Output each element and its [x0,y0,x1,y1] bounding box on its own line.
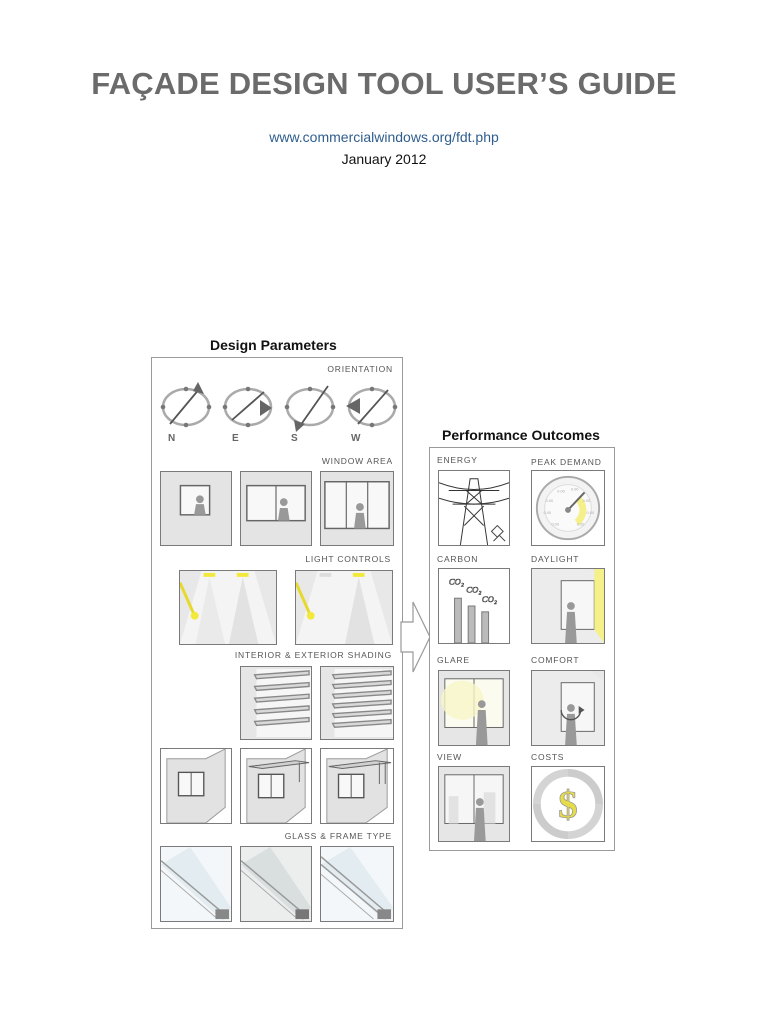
light-controls-option-2-icon [295,570,393,645]
svg-text:0.00: 0.00 [577,522,585,527]
daylight-label: DAYLIGHT [531,554,580,564]
orientation-west-icon [344,380,402,434]
window-area-small-icon [160,471,232,546]
svg-text:0.00: 0.00 [551,522,559,527]
svg-text:0.00: 0.00 [583,498,591,503]
orientation-north-icon [158,380,216,434]
carbon-label: CARBON [437,554,479,564]
window-area-large-icon [320,471,394,546]
orientation-label: ORIENTATION [327,364,393,374]
performance-outcomes-title: Performance Outcomes [442,427,600,443]
design-parameters-title: Design Parameters [210,337,337,353]
window-area-medium-icon [240,471,312,546]
direction-w: W [351,433,361,444]
svg-text:0.00: 0.00 [544,510,552,515]
interior-shading-icon [240,666,312,740]
energy-tower-icon [438,470,510,546]
glass-double-icon [320,846,394,922]
light-controls-option-1-icon [179,570,277,645]
orientation-east-icon [220,380,278,434]
direction-s: S [291,433,298,444]
document-title: FAÇADE DESIGN TOOL USER’S GUIDE [91,66,677,101]
document-url[interactable]: www.commercialwindows.org/fdt.php [269,129,499,145]
glare-label: GLARE [437,655,470,665]
glare-icon [438,670,510,746]
glass-frame-label: GLASS & FRAME TYPE [284,831,392,841]
svg-text:0.00: 0.00 [586,510,594,515]
svg-text:0.00: 0.00 [571,486,579,491]
comfort-label: COMFORT [531,655,580,665]
view-icon [438,766,510,842]
view-label: VIEW [437,752,462,762]
design-parameters-panel: ORIENTATION [151,357,403,929]
shading-label: INTERIOR & EXTERIOR SHADING [234,650,392,660]
svg-text:CO₂: CO₂ [482,594,497,604]
document-date: January 2012 [341,151,427,167]
flow-arrow-icon [400,600,432,674]
overhang-fins-icon [320,748,394,824]
costs-label: COSTS [531,752,565,762]
light-controls-label: LIGHT CONTROLS [305,554,391,564]
comfort-icon [531,670,605,746]
svg-text:$: $ [558,784,577,827]
overhang-icon [240,748,312,824]
svg-text:0.00: 0.00 [546,498,554,503]
peak-demand-label: PEAK DEMAND [531,457,602,467]
no-overhang-icon [160,748,232,824]
direction-e: E [232,433,239,444]
glass-clear-icon [160,846,232,922]
exterior-shading-icon [320,666,394,740]
orientation-south-icon [282,380,340,434]
svg-text:CO₂: CO₂ [449,577,464,587]
direction-n: N [168,433,176,444]
svg-text:0.00: 0.00 [557,488,565,493]
svg-text:CO₂: CO₂ [466,584,481,594]
energy-label: ENERGY [437,455,478,465]
window-area-label: WINDOW AREA [321,456,393,466]
costs-dollar-icon: $ [531,766,605,842]
glass-tinted-icon [240,846,312,922]
daylight-icon [531,568,605,644]
